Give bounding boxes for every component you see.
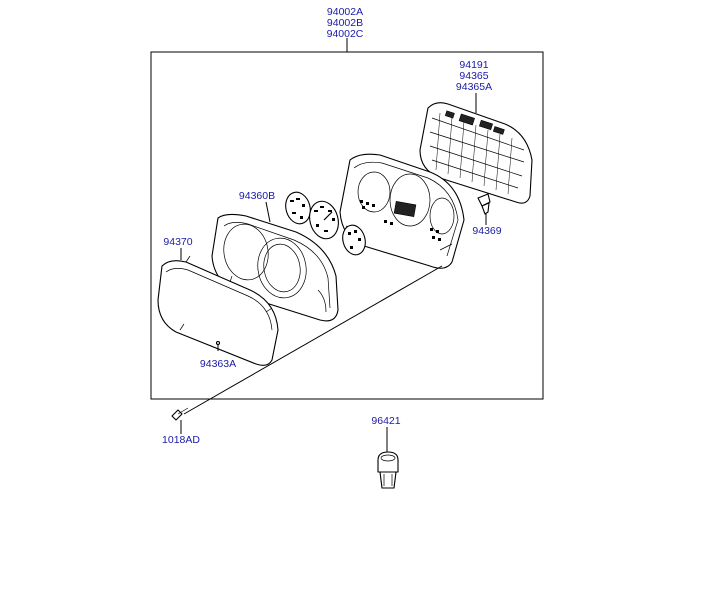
label-94002a: 94002A xyxy=(327,6,363,18)
label-94369: 94369 xyxy=(472,225,501,237)
housing-leader xyxy=(265,201,271,223)
label-94365a: 94365A xyxy=(456,81,492,93)
gauge-case xyxy=(339,153,465,269)
label-94365: 94365 xyxy=(459,70,488,82)
dial-face-center xyxy=(309,200,339,240)
label-94360b: 94360B xyxy=(239,190,275,202)
label-1018ad: 1018AD xyxy=(162,434,200,446)
label-94002b: 94002B xyxy=(327,17,363,29)
label-94363a: 94363A xyxy=(200,358,236,370)
lens-clip-head xyxy=(215,340,221,346)
screw-leader xyxy=(183,265,443,415)
label-94370: 94370 xyxy=(163,236,192,248)
dial-face-right xyxy=(342,224,366,256)
label-94191: 94191 xyxy=(459,59,488,71)
screw xyxy=(171,407,189,421)
label-96421: 96421 xyxy=(371,415,400,427)
dial-face-left xyxy=(285,191,311,225)
bulb xyxy=(477,193,491,215)
label-94002c: 94002C xyxy=(327,28,364,40)
cluster-lens xyxy=(157,255,279,366)
bulb-socket xyxy=(377,451,399,489)
